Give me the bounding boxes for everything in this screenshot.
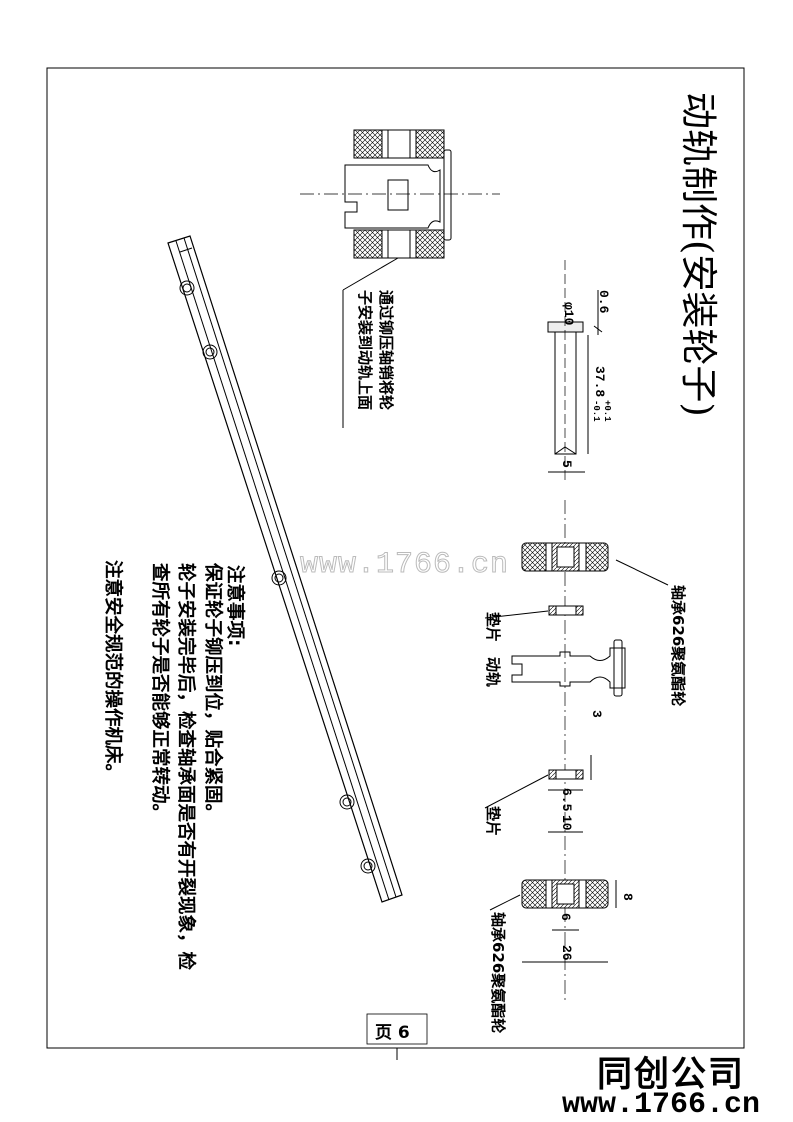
wheel	[360, 858, 376, 874]
dim-pin-tol-upper: +0.1	[602, 400, 612, 422]
pin-view	[547, 260, 603, 480]
dim-pin-tol-lower: -0.1	[591, 400, 601, 422]
notes-heading: 注意事项:	[224, 565, 245, 647]
dim-pin-diameter: φ10	[561, 302, 576, 326]
washer-label: 垫片	[484, 806, 502, 837]
note-line: 注意安全规范的操作机床。	[102, 560, 123, 783]
note-line: 轮子安装完毕后，检查轴承面是否有开裂现象，检	[175, 563, 196, 971]
watermark: www.1766.cn	[299, 548, 510, 583]
dim-washer-outer: 10	[559, 815, 574, 831]
wheel	[271, 570, 287, 586]
dim-pin-tip: 5	[559, 460, 574, 468]
dim-bearing-inner: 6	[558, 913, 573, 921]
callout-text: 通过铆压轴销将轮	[377, 290, 395, 411]
dim-pin-chamfer: 0.6	[596, 290, 611, 314]
wheel	[202, 344, 218, 360]
drawing-frame	[46, 67, 745, 1049]
dim-pin-length: 37.8	[592, 366, 607, 398]
bearing-label: 轴承626聚氨酯轮	[669, 585, 687, 707]
page-title: 动轨制作(安装轮子)	[677, 92, 720, 417]
bearing-label: 轴承626聚氨酯轮	[489, 912, 507, 1034]
washer-label: 垫片	[484, 612, 502, 643]
rail-assembly	[167, 235, 403, 903]
wheel	[179, 280, 195, 296]
dim-bearing-width: 8	[620, 893, 635, 901]
dim-bearing-outer: 26	[559, 945, 574, 961]
page-box	[366, 1013, 428, 1045]
callout-text: 子安装到动轨上面	[356, 290, 374, 411]
section-view	[300, 129, 500, 428]
note-line: 查所有轮子是否能够正常转动。	[149, 563, 170, 823]
page-number: 页 6	[375, 1023, 410, 1043]
wheel	[339, 794, 355, 810]
note-line: 保证轮子铆压到位，贴合紧固。	[202, 563, 223, 823]
dim-washer-thickness: 3	[589, 710, 604, 718]
rail-label: 动轨	[484, 657, 502, 688]
dim-washer-inner: 6.5	[559, 788, 574, 812]
website-link[interactable]: www.1766.cn	[562, 1088, 761, 1122]
company-name: 同创公司	[597, 1055, 746, 1095]
exploded-view	[484, 500, 669, 1000]
